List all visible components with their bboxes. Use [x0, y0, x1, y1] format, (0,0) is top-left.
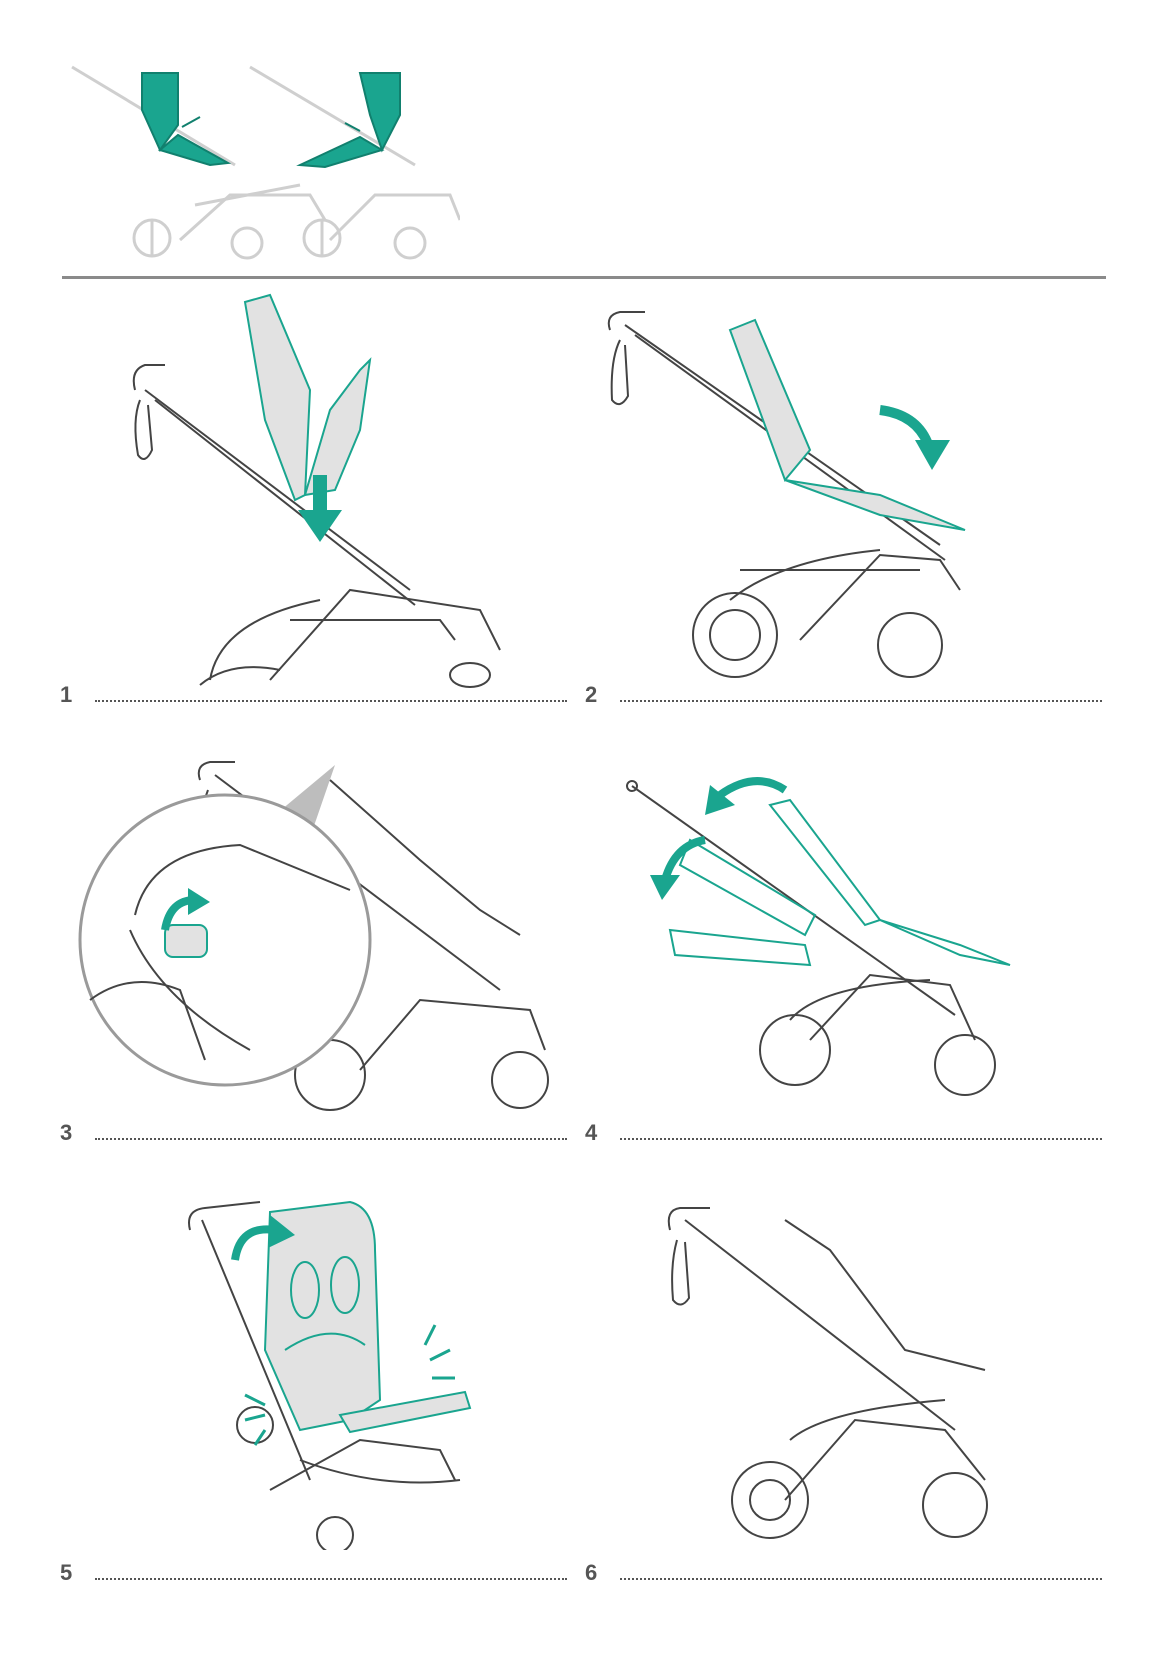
step-number: 5	[60, 1560, 73, 1585]
step-leader-line	[620, 1578, 1102, 1580]
harness-icon	[284, 1256, 366, 1351]
zoom-detail-icon	[78, 793, 372, 1087]
section-divider	[62, 276, 1106, 279]
step-number: 6	[585, 1560, 598, 1585]
step-leader-line	[95, 1138, 567, 1140]
seat-upright-icon	[263, 1200, 472, 1434]
step-3-illustration	[60, 750, 580, 1150]
seat-folding-icon	[668, 798, 1011, 967]
step-number: 4	[585, 1120, 598, 1145]
stroller-rear-facing-icon	[249, 65, 460, 260]
step-6-illustration	[655, 1180, 1165, 1580]
click-lines-icon	[244, 1324, 455, 1446]
step-leader-line	[95, 700, 567, 702]
seat-rear-icon	[296, 72, 401, 169]
step-leader-line	[620, 1138, 1102, 1140]
seat-forward-icon	[141, 72, 232, 167]
step-leader-line	[620, 700, 1102, 702]
step-number: 3	[60, 1120, 73, 1145]
hero-illustration	[60, 55, 460, 265]
seat-reclined-icon	[728, 318, 966, 531]
step-5-illustration	[180, 1150, 700, 1550]
step-number: 2	[585, 682, 598, 707]
step-4-illustration	[580, 750, 1100, 1150]
seat-unit-icon	[243, 293, 372, 502]
fold-arrow-icon	[661, 777, 788, 882]
down-arrow-icon	[298, 475, 342, 542]
step-1-illustration	[60, 290, 580, 690]
step-number: 1	[60, 682, 73, 707]
step-leader-line	[95, 1578, 567, 1580]
step-2-illustration	[580, 300, 1100, 700]
